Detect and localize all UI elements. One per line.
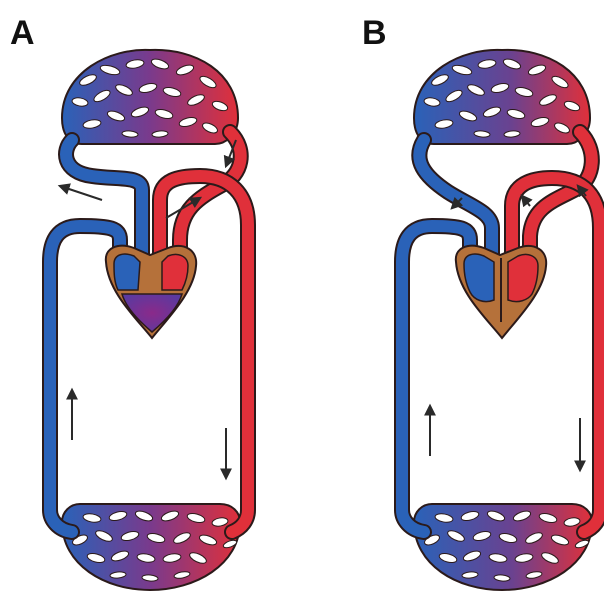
arrow-icon <box>522 196 530 206</box>
panel-b-diagram <box>402 50 600 590</box>
panel-a-diagram <box>50 50 248 590</box>
arrow-icon <box>60 186 102 200</box>
lung-capillary-bed-b <box>414 50 590 144</box>
body-capillary-bed-b <box>414 504 592 590</box>
heart-b <box>456 246 546 338</box>
heart-a <box>106 246 196 338</box>
body-capillary-bed-a <box>62 504 240 590</box>
lung-capillary-bed-a <box>62 50 238 144</box>
